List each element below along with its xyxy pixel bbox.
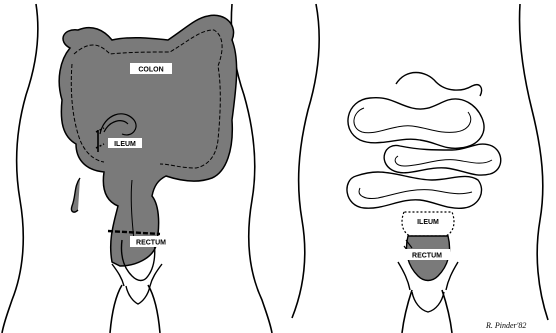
left-rectum-label: RECTUM (130, 236, 172, 247)
artist-signature: R. Pinder'82 (485, 321, 526, 330)
appendix (71, 178, 80, 212)
left-ileum-label-text: ILEUM (114, 141, 136, 148)
colon-label-text: COLON (138, 67, 163, 74)
colon (59, 15, 236, 266)
right-ileum-label: ILEUM (410, 216, 446, 226)
small-intestine-loops (347, 73, 501, 209)
right-rectum-label-text: RECTUM (412, 253, 442, 260)
left-panel-before-surgery: COLON ILEUM RECTUM (2, 4, 272, 333)
left-rectum-label-text: RECTUM (136, 240, 166, 247)
left-ileum-label: ILEUM (108, 138, 142, 148)
right-panel-after-surgery: ILEUM RECTUM (292, 4, 548, 333)
right-rectum-label: RECTUM (404, 249, 450, 260)
colon-label: COLON (130, 63, 172, 74)
right-ileum-label-text: ILEUM (417, 219, 439, 226)
